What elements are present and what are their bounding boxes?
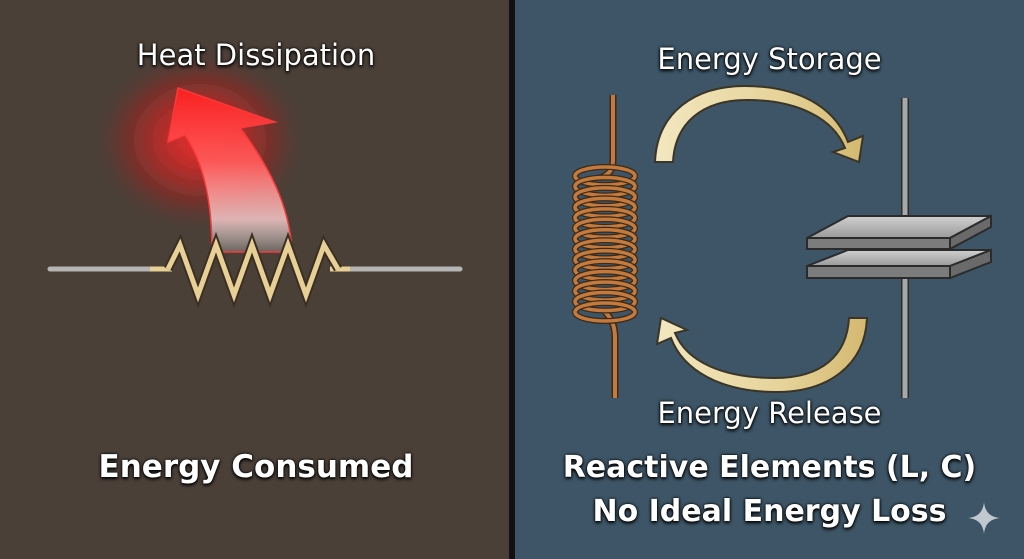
coil-turn <box>573 301 637 323</box>
reactive-elements-label: Reactive Elements (L, C) <box>562 450 977 485</box>
resistor-panel: Heat Dissipation Energy Consumed <box>0 0 509 559</box>
cycle-arrow-icon <box>653 84 865 164</box>
inductor-coil-icon <box>572 164 638 324</box>
heat-dissipation-label: Heat Dissipation <box>136 38 376 72</box>
energy-consumed-label: Energy Consumed <box>98 449 414 485</box>
inductor-lead-bottom <box>603 310 617 398</box>
capacitor-icon <box>806 214 992 280</box>
cycle-arrow-return-icon <box>655 316 869 394</box>
heat-arrow-icon <box>167 87 293 253</box>
energy-storage-label: Energy Storage <box>657 42 882 76</box>
sparkle-icon <box>968 502 1000 534</box>
reactive-illustration <box>572 84 992 398</box>
resistor-zigzag-fill <box>165 237 341 303</box>
panel-divider <box>509 0 515 559</box>
reactive-panel: Energy Storage Energy Release Reactive E… <box>515 0 1024 559</box>
no-energy-loss-label: No Ideal Energy Loss <box>592 494 947 529</box>
energy-release-label: Energy Release <box>657 396 882 430</box>
resistor-illustration <box>47 60 463 309</box>
coil-turn <box>573 290 637 313</box>
